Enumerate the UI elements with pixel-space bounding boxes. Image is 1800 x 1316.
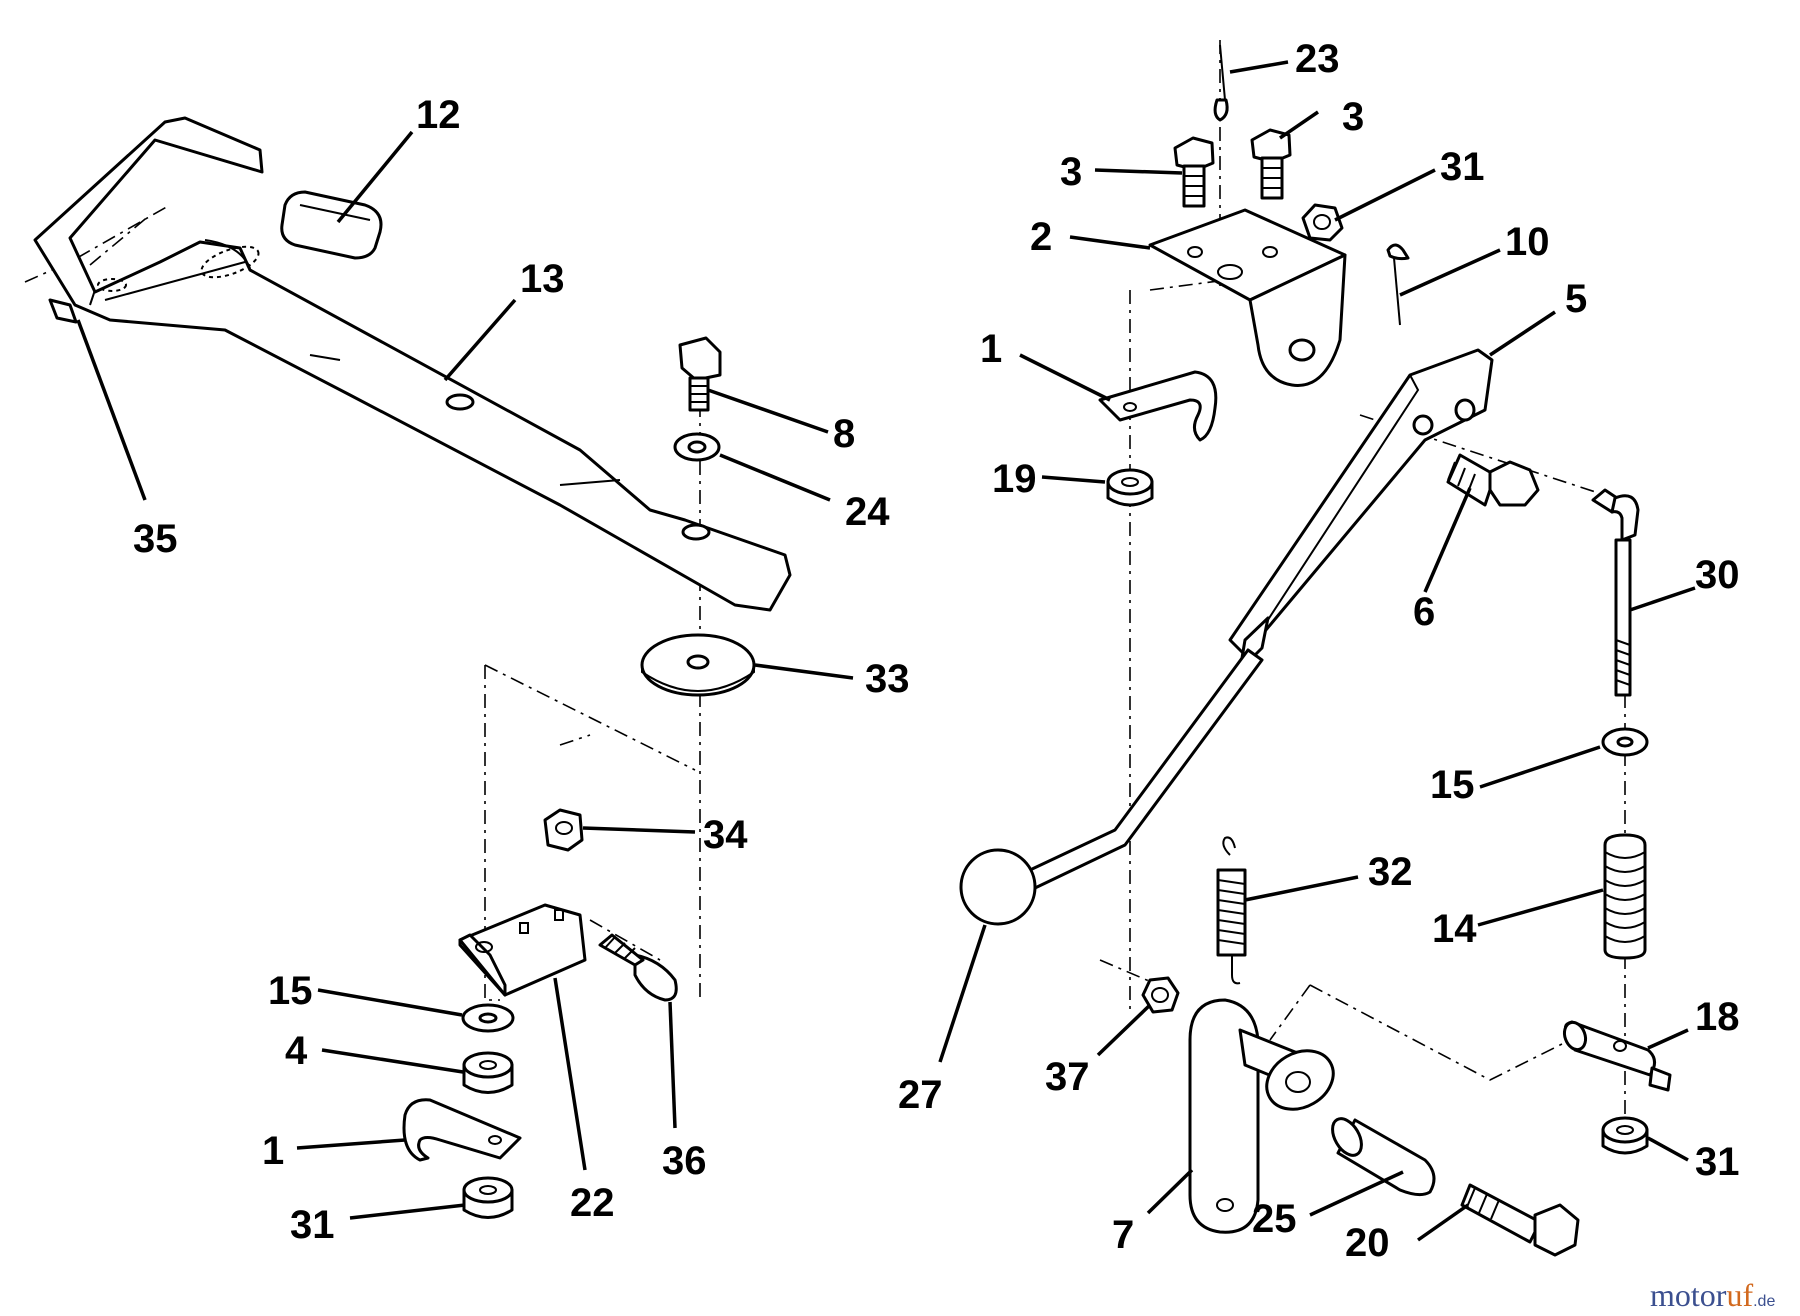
callout-19: 19: [992, 457, 1037, 501]
part-1-clip-left: [402, 1098, 522, 1162]
part-8-bolt: [678, 336, 722, 412]
callout-1-right: 1: [980, 327, 1002, 371]
part-36-bolt: [598, 933, 678, 1002]
callout-31-top: 31: [1440, 145, 1485, 189]
part-3-bolt-left: [1173, 136, 1215, 208]
part-25-bushing: [1265, 1049, 1436, 1197]
part-3-bolt-right: [1250, 128, 1292, 200]
part-31-nut-right: [1601, 1116, 1649, 1155]
assembly-lines: [24, 40, 1626, 1140]
callout-24: 24: [845, 490, 890, 534]
watermark: motoruf.de: [1650, 1277, 1775, 1313]
watermark-suffix: .de: [1753, 1293, 1775, 1310]
callout-6: 6: [1413, 590, 1435, 634]
part-1-clip-right: [1098, 370, 1218, 442]
callout-31-left: 31: [290, 1203, 335, 1247]
callout-25: 25: [1252, 1197, 1297, 1241]
part-22-bracket: [458, 903, 587, 997]
part-37-nut: [1141, 976, 1180, 1014]
callout-10: 10: [1505, 220, 1550, 264]
callout-12: 12: [416, 93, 461, 137]
part-34-nut: [543, 808, 584, 852]
callout-36: 36: [662, 1139, 707, 1183]
callout-15-left: 15: [268, 969, 313, 1013]
svg-text:motoruf.de: motoruf.de: [1650, 1277, 1775, 1313]
part-15-washer-left: [461, 1003, 515, 1033]
callout-27: 27: [898, 1073, 943, 1117]
callout-35: 35: [133, 517, 178, 561]
callout-33: 33: [865, 657, 910, 701]
callout-7: 7: [1112, 1213, 1134, 1257]
watermark-part1: motor: [1650, 1277, 1727, 1313]
part-4-nut: [462, 1051, 514, 1094]
callout-32: 32: [1368, 850, 1413, 894]
callout-20: 20: [1345, 1221, 1390, 1265]
callout-30: 30: [1695, 553, 1740, 597]
callout-15-right: 15: [1430, 763, 1475, 807]
callout-4: 4: [285, 1029, 308, 1073]
callout-31-right: 31: [1695, 1140, 1740, 1184]
part-5-shift-lever: [1028, 348, 1494, 890]
callout-1-left: 1: [262, 1129, 284, 1173]
part-13-lever-plate: [33, 116, 792, 612]
part-31-nut-top: [1301, 203, 1344, 242]
callout-14: 14: [1432, 907, 1477, 951]
part-32-spring: [1216, 836, 1247, 985]
callout-23: 23: [1295, 37, 1340, 81]
part-12-grip: [280, 190, 383, 260]
part-14-spring: [1603, 833, 1647, 960]
callout-34: 34: [703, 813, 748, 857]
part-2-bracket: [1148, 208, 1347, 387]
callout-22: 22: [570, 1181, 615, 1225]
part-27-knob: [959, 848, 1037, 926]
callout-2: 2: [1030, 215, 1052, 259]
part-35-pin: [48, 298, 78, 324]
callout-18: 18: [1695, 995, 1740, 1039]
callout-3-left: 3: [1060, 150, 1082, 194]
part-31-nut-left: [462, 1176, 514, 1219]
callout-8: 8: [833, 412, 855, 456]
part-6-bolt: [1446, 453, 1540, 507]
part-15-washer-right: [1601, 727, 1649, 757]
part-33-washer: [640, 633, 756, 697]
part-20-bolt: [1460, 1183, 1580, 1257]
part-30-rod: [1591, 488, 1640, 697]
leader-lines: [76, 60, 1696, 1242]
part-19-nut: [1106, 468, 1154, 507]
part-24-washer: [673, 432, 721, 462]
watermark-part2: uf: [1726, 1277, 1753, 1313]
callout-3-right: 3: [1342, 95, 1364, 139]
part-23-cotter-pin: [1213, 44, 1229, 122]
callout-5: 5: [1565, 277, 1587, 321]
callout-labels: 12 13 35 8 24 33 34 15 4 1 31 22 36 23 3…: [133, 37, 1740, 1265]
part-10-cotter-pin: [1386, 243, 1410, 326]
callout-37: 37: [1045, 1055, 1090, 1099]
callout-13: 13: [520, 257, 565, 301]
part-18-pivot: [1562, 1020, 1672, 1092]
